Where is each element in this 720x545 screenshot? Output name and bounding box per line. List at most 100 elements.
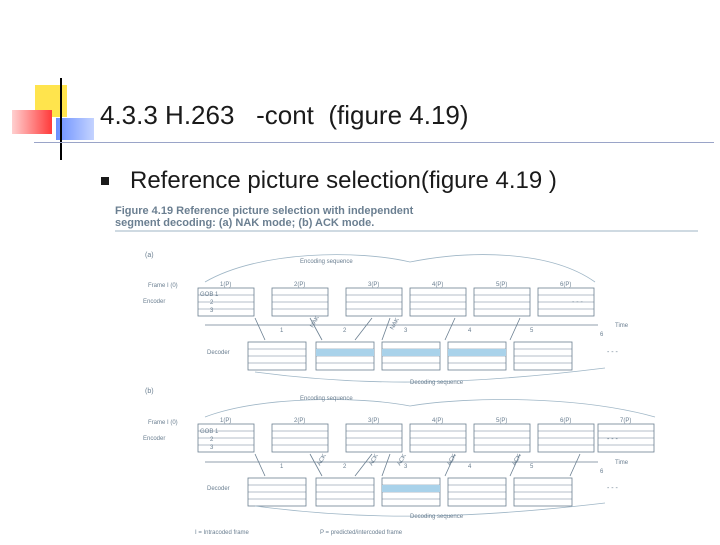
- panel-b-frame-label: 1(P): [220, 418, 231, 424]
- panel-a-arrow: [354, 317, 373, 341]
- decor-vertical-line: [60, 78, 62, 160]
- panel-b-highlight-segment: [382, 485, 440, 492]
- panel-a-frame-label: 4(P): [432, 282, 443, 288]
- panel-a-frame-row-label: Frame I (0): [148, 283, 178, 289]
- panel-b-number: 3: [404, 464, 408, 470]
- panel-b-gob-value-2: 2: [210, 437, 214, 443]
- panel-b-time-value: 6: [600, 469, 604, 475]
- panel-b-time-label: Time: [615, 460, 629, 466]
- panel-b-arrow: [569, 453, 581, 477]
- panel-a-gob-value-3: 3: [210, 308, 214, 314]
- panel-b-frame-label: 6(P): [560, 418, 571, 424]
- panel-b-numbers: 1 2 3 4 5: [280, 464, 534, 470]
- bullet-marker: [101, 177, 109, 185]
- figure-svg: Figure 4.19 Reference picture selection …: [115, 205, 698, 536]
- panel-a-time-label: Time: [615, 323, 629, 329]
- panel-a-encoding-label: Encoding sequence: [300, 259, 353, 265]
- panel-a-time-value: 6: [600, 332, 604, 338]
- panel-a-nak-2: NAK: [390, 317, 401, 331]
- panel-b-frame-label: 3(P): [368, 418, 379, 424]
- panel-a-arrow: [509, 317, 521, 341]
- panel-a-nak-1: NAK: [310, 315, 321, 329]
- panel-a-arrows: [254, 317, 521, 341]
- panel-a-number: 2: [343, 328, 347, 334]
- panel-b-ack-labels: ACK ACK ACK ACK ACK: [317, 453, 523, 467]
- panel-b-number: 2: [343, 464, 347, 470]
- panel-a-arrow: [444, 317, 456, 341]
- panel-b-frame-labels: 1(P) 2(P) 3(P) 4(P) 5(P) 6(P) 7(P): [220, 418, 631, 424]
- panel-b-ack-label: ACK: [317, 453, 328, 467]
- caption-line2: segment decoding: (a) NAK mode; (b) ACK …: [115, 217, 374, 229]
- panel-b-encoder-label: Encoder: [143, 436, 165, 442]
- panel-b-ack-label: ACK: [397, 453, 408, 467]
- decor-blue-square: [56, 118, 94, 140]
- legend-i-frame: I = Intracoded frame: [195, 530, 250, 536]
- panel-b-arrow: [354, 453, 373, 477]
- panel-b-frame-label: 7(P): [620, 418, 631, 424]
- panel-a-label: (a): [145, 252, 154, 259]
- panel-a-frame-label: 5(P): [496, 282, 507, 288]
- panel-b-gob-label: GOB 1: [200, 429, 219, 435]
- panel-a-highlight-segment: [316, 349, 374, 356]
- panel-b-decoder-label: Decoder: [207, 486, 230, 492]
- panel-a-decoder-label: Decoder: [207, 350, 230, 356]
- panel-b-number: 5: [530, 464, 534, 470]
- panel-b-number: 4: [468, 464, 472, 470]
- panel-a-frame-labels: 1(P) 2(P) 3(P) 4(P) 5(P) 6(P): [220, 282, 571, 288]
- caption-line1: Figure 4.19 Reference picture selection …: [115, 205, 414, 217]
- slide-title: 4.3.3 H.263 -cont (figure 4.19): [100, 100, 469, 130]
- panel-b-decoding-arc: [254, 502, 606, 517]
- bullet-text: Reference picture selection(figure 4.19 …: [130, 167, 557, 194]
- panel-b-encoder-frames: [197, 423, 655, 453]
- panel-a-gob-label: GOB 1: [200, 292, 219, 298]
- panel-a-arrow: [381, 317, 391, 341]
- figure-4-19: Figure 4.19 Reference picture selection …: [110, 200, 700, 540]
- panel-a-arrow: [254, 317, 266, 341]
- panel-a-gob-value-2: 2: [210, 300, 214, 306]
- panel-b-arrow: [509, 453, 521, 477]
- panel-a-number: 4: [468, 328, 472, 334]
- panel-a-arrow: [309, 317, 323, 341]
- decor-horizontal-line: [34, 142, 714, 143]
- panel-b-number: 1: [280, 464, 284, 470]
- panel-a-decoding-label: Decoding sequence: [410, 380, 464, 386]
- panel-a-encoder-label: Encoder: [143, 299, 165, 305]
- panel-b-decoder-frames: [247, 477, 573, 507]
- panel-b-frame-label: 2(P): [294, 418, 305, 424]
- panel-b-arrow: [254, 453, 266, 477]
- panel-b-decoding-label: Decoding sequence: [410, 514, 464, 520]
- panel-a-decoding-arc: [254, 367, 606, 383]
- panel-b-frame-row-label: Frame I (0): [148, 420, 178, 426]
- panel-b-ack-label: ACK: [369, 453, 380, 467]
- panel-a-numbers: 1 2 3 4 5: [280, 328, 534, 334]
- panel-a-frame-label: 1(P): [220, 282, 231, 288]
- panel-a-decoder-frames: [247, 341, 573, 371]
- panel-b-frame-label: 4(P): [432, 418, 443, 424]
- panel-b-encoding-arc: [204, 399, 656, 418]
- panel-a-frame-label: 2(P): [294, 282, 305, 288]
- panel-b-encoder-dashes: - - -: [607, 436, 619, 443]
- panel-a-number: 5: [530, 328, 534, 334]
- panel-b-gob-value-3: 3: [210, 445, 214, 451]
- panel-b-ack-label: ACK: [447, 453, 458, 467]
- panel-b-decoder-dashes: - - -: [607, 485, 619, 492]
- panel-b-label: (b): [145, 388, 154, 395]
- decor-red-square: [12, 110, 52, 134]
- panel-a-number: 3: [404, 328, 408, 334]
- panel-a-highlight-segment: [382, 349, 440, 356]
- panel-b-frame-label: 5(P): [496, 418, 507, 424]
- panel-a-number: 1: [280, 328, 284, 334]
- panel-a-decoder-dashes: - - -: [607, 349, 619, 356]
- panel-a-encoding-arc: [204, 254, 596, 283]
- panel-a-frame-label: 3(P): [368, 282, 379, 288]
- panel-a-encoder-frames: [197, 287, 595, 317]
- panel-b-arrows: [254, 453, 581, 477]
- panel-b-arrow: [444, 453, 456, 477]
- panel-a-encoder-dashes: - - -: [572, 299, 584, 306]
- panel-a-frame-label: 6(P): [560, 282, 571, 288]
- panel-a-highlight-segment: [448, 349, 506, 356]
- panel-b-arrow: [381, 453, 391, 477]
- panel-b-ack-label: ACK: [512, 453, 523, 467]
- legend-p-frame: P = predicted/intercoded frame: [320, 530, 403, 536]
- panel-b-arrow: [309, 453, 323, 477]
